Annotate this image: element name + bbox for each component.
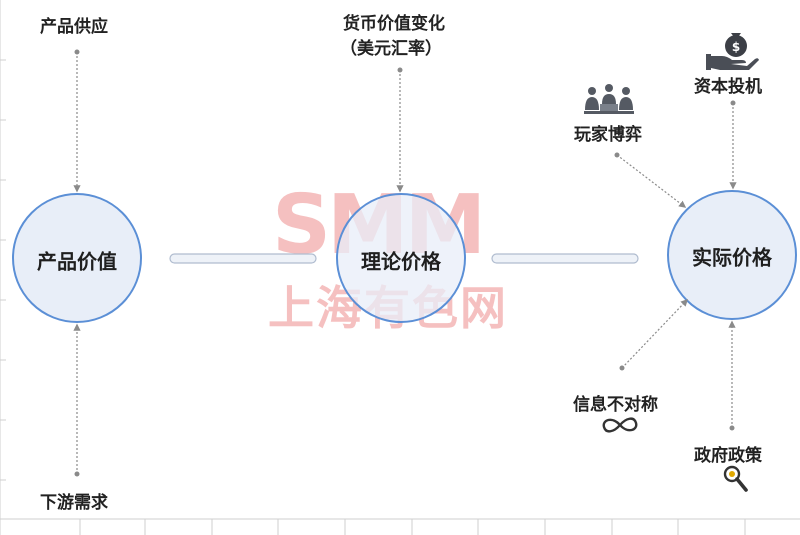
node-product-value-label: 产品价值 (37, 249, 117, 274)
connector-left (169, 253, 317, 264)
meeting-people-icon (584, 84, 634, 114)
arrow-info-asym (621, 298, 688, 369)
node-theory-price (336, 193, 466, 323)
factor-demand-label: 下游需求 (40, 493, 108, 513)
svg-text:$: $ (732, 40, 740, 54)
node-product-value (12, 193, 142, 323)
factor-supply-label: 产品供应 (40, 17, 108, 37)
infinity-stroke (602, 417, 638, 433)
arrow-player-game (616, 154, 687, 208)
node-theory-price-label: 理论价格 (361, 249, 441, 274)
node-actual-price-label: 实际价格 (692, 245, 772, 270)
left-ruler (0, 0, 6, 535)
factor-currency-label-1: 货币价值变化 (343, 14, 445, 34)
factor-currency-label-2: （美元汇率） (340, 39, 442, 59)
factor-player-game-label: 玩家博弈 (574, 125, 642, 145)
magnifier-icon (723, 465, 748, 492)
factor-capital-label: 资本投机 (694, 77, 762, 97)
bottom-ruler (0, 518, 800, 535)
connector-right (491, 253, 639, 264)
factor-policy-label: 政府政策 (694, 446, 762, 466)
factor-info-asym-label: 信息不对称 (573, 395, 658, 415)
money-bag-hand-icon: $ (706, 33, 759, 70)
node-actual-price (667, 190, 797, 320)
